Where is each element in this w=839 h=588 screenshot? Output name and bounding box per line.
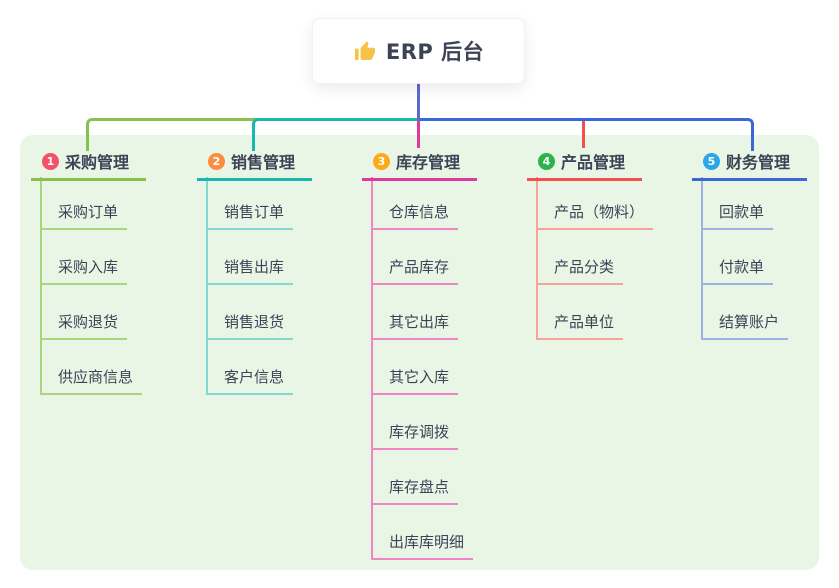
root-node-label: ERP 后台 bbox=[385, 40, 485, 64]
branch-trunk-line bbox=[40, 177, 42, 395]
child-node[interactable]: 付款单 bbox=[701, 257, 774, 285]
branch-trunk-line bbox=[536, 177, 538, 340]
branch-title-4[interactable]: 4 产品管理 bbox=[527, 148, 642, 181]
branch-trunk-line bbox=[701, 177, 703, 340]
child-node[interactable]: 产品库存 bbox=[371, 257, 459, 285]
branch-title-label: 采购管理 bbox=[65, 153, 130, 172]
child-node[interactable]: 销售退货 bbox=[206, 312, 294, 340]
child-node[interactable]: 结算账户 bbox=[701, 312, 789, 340]
branch-trunk-line bbox=[371, 177, 373, 560]
child-node[interactable]: 采购退货 bbox=[40, 312, 128, 340]
connector-branch-4 bbox=[582, 120, 585, 148]
branch-column-5: 5 财务管理 bbox=[692, 148, 807, 181]
branch-trunk-line bbox=[206, 177, 208, 395]
child-node[interactable]: 采购入库 bbox=[40, 257, 128, 285]
branch-number-badge: 1 bbox=[42, 152, 59, 170]
root-connector bbox=[417, 82, 420, 121]
child-node[interactable]: 产品单位 bbox=[536, 312, 624, 340]
child-node[interactable]: 库存调拨 bbox=[371, 422, 459, 450]
branch-title-5[interactable]: 5 财务管理 bbox=[692, 148, 807, 181]
branch-number-badge: 2 bbox=[208, 152, 225, 170]
child-node[interactable]: 其它出库 bbox=[371, 312, 459, 340]
branch-number-badge: 4 bbox=[538, 152, 555, 170]
branch-title-3[interactable]: 3 库存管理 bbox=[362, 148, 477, 181]
child-node[interactable]: 销售订单 bbox=[206, 202, 294, 230]
branch-title-1[interactable]: 1 采购管理 bbox=[31, 148, 146, 181]
root-node[interactable]: ERP 后台 bbox=[312, 18, 525, 84]
branch-title-label: 销售管理 bbox=[231, 153, 296, 172]
branch-number-badge: 3 bbox=[373, 152, 390, 170]
branch-number-badge: 5 bbox=[703, 152, 720, 170]
child-node[interactable]: 销售出库 bbox=[206, 257, 294, 285]
child-node[interactable]: 客户信息 bbox=[206, 367, 294, 395]
branches-panel bbox=[20, 135, 819, 570]
branch-column-3: 3 库存管理 bbox=[362, 148, 477, 181]
child-node[interactable]: 库存盘点 bbox=[371, 477, 459, 505]
child-node[interactable]: 产品（物料） bbox=[536, 202, 654, 230]
branch-title-label: 库存管理 bbox=[396, 153, 461, 172]
child-node[interactable]: 其它入库 bbox=[371, 367, 459, 395]
connector-branch-3 bbox=[417, 121, 420, 148]
child-node[interactable]: 回款单 bbox=[701, 202, 774, 230]
branch-title-label: 产品管理 bbox=[561, 153, 626, 172]
branch-column-4: 4 产品管理 bbox=[527, 148, 642, 181]
branch-title-label: 财务管理 bbox=[726, 153, 791, 172]
child-node[interactable]: 供应商信息 bbox=[40, 367, 143, 395]
child-node[interactable]: 产品分类 bbox=[536, 257, 624, 285]
branch-title-2[interactable]: 2 销售管理 bbox=[197, 148, 312, 181]
branch-column-1: 1 采购管理 bbox=[31, 148, 146, 181]
connector-branch-2 bbox=[252, 118, 422, 151]
connector-branch-5 bbox=[419, 118, 754, 151]
branch-column-2: 2 销售管理 bbox=[197, 148, 312, 181]
child-node[interactable]: 出库库明细 bbox=[371, 532, 474, 560]
thumbs-up-icon bbox=[353, 39, 377, 63]
child-node[interactable]: 仓库信息 bbox=[371, 202, 459, 230]
child-node[interactable]: 采购订单 bbox=[40, 202, 128, 230]
